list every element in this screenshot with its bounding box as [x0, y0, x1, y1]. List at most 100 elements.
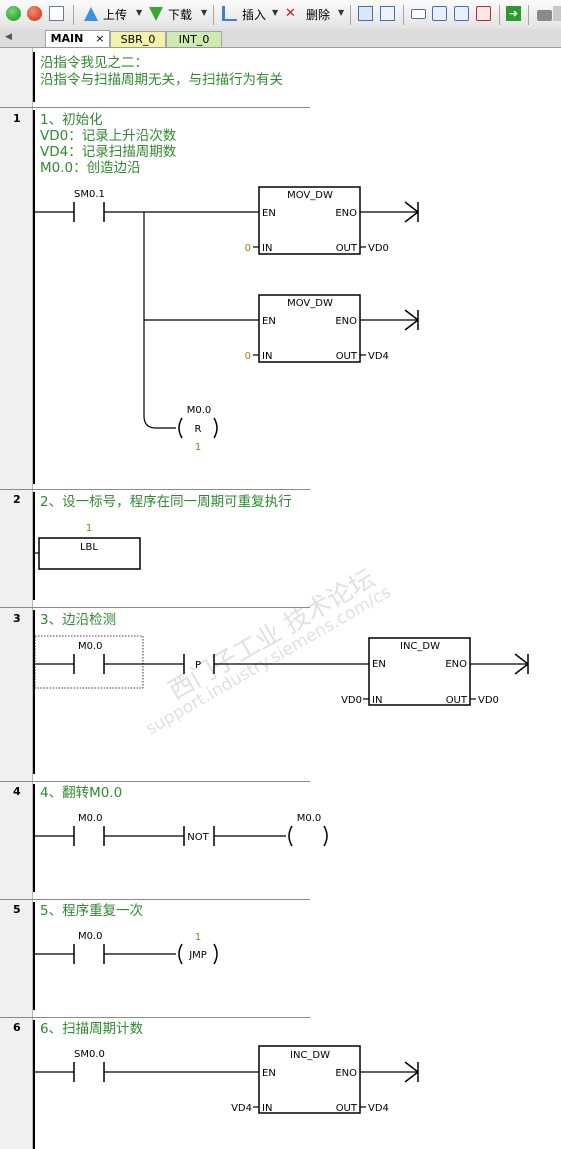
watermark-text: 西门子工业 技术论坛 — [164, 564, 380, 706]
network-3: 3 3、边沿检测 M0.0 P INC_DW EN ENO IN OUT VD0… — [0, 607, 530, 774]
close-icon[interactable]: × — [95, 32, 105, 45]
lbl-box[interactable] — [38, 537, 141, 570]
operand-out[interactable]: VD0 — [368, 243, 389, 254]
network-comment-line: 2、设一标号，程序在同一周期可重复执行 — [40, 493, 292, 510]
network-view-icon[interactable] — [358, 6, 373, 21]
coil-address: M0.0 — [297, 813, 322, 824]
download-button[interactable]: 下载 — [168, 8, 193, 22]
box-name: MOV_DW — [287, 298, 333, 309]
tab-sbr0[interactable]: SBR_0 — [110, 31, 166, 47]
pin-in: IN — [372, 695, 382, 706]
lock-icon[interactable] — [537, 10, 552, 21]
contact-address: SM0.0 — [74, 1049, 105, 1060]
stop-icon[interactable] — [27, 6, 42, 21]
chevron-down-icon[interactable]: ▼ — [272, 8, 279, 17]
jmp-label: JMP — [188, 950, 207, 961]
edge-label: P — [195, 660, 201, 671]
insert-button[interactable]: 插入 — [242, 8, 267, 22]
network-comment-line: 6、扫描周期计数 — [40, 1021, 144, 1037]
operand-in[interactable]: 0 — [245, 351, 251, 362]
network-comment-line: 3、边沿检测 — [40, 612, 116, 628]
network-5: 5 5、程序重复一次 M0.0 1 JMP — [0, 899, 310, 1010]
coil-symbol[interactable] — [288, 825, 293, 847]
go-to-icon[interactable]: ➜ — [506, 6, 521, 21]
chevron-down-icon[interactable]: ▼ — [136, 8, 143, 17]
ladder-editor[interactable]: 西门子工业 技术论坛 support.industry.siemens.com/… — [0, 48, 561, 1149]
jmp-coil-symbol[interactable] — [178, 943, 183, 965]
pin-en: EN — [262, 1068, 276, 1079]
contact-address: M0.0 — [78, 641, 103, 652]
eno-arrow-icon — [514, 653, 530, 675]
network-number: 5 — [13, 903, 21, 916]
delete-button[interactable]: 删除 — [306, 8, 331, 22]
delete-icon[interactable]: ✕ — [285, 6, 296, 21]
bookmark-icon[interactable] — [411, 9, 426, 19]
pin-en: EN — [262, 316, 276, 327]
network-number: 2 — [13, 493, 21, 506]
tab-label: MAIN — [50, 32, 84, 45]
box-name: LBL — [80, 542, 98, 553]
pin-out: OUT — [336, 1103, 358, 1114]
network-comment-line: M0.0：创造边沿 — [40, 160, 141, 176]
operand-in[interactable]: 0 — [245, 243, 251, 254]
network-number: 1 — [13, 112, 21, 125]
next-bookmark-icon[interactable] — [454, 6, 469, 21]
upload-button[interactable]: 上传 — [103, 8, 128, 22]
compile-check-icon[interactable] — [49, 6, 64, 21]
tab-main[interactable]: MAIN × — [45, 30, 110, 47]
more-icon[interactable] — [553, 6, 561, 21]
pin-eno: ENO — [335, 316, 357, 327]
toolbar-separator — [528, 5, 529, 25]
network-comment-line: VD0：记录上升沿次数 — [40, 128, 177, 144]
operand-in[interactable]: VD0 — [341, 695, 362, 706]
pin-eno: ENO — [335, 1068, 357, 1079]
inc-dw-box[interactable] — [368, 637, 471, 706]
eno-arrow-icon — [404, 1061, 420, 1083]
chevron-down-icon[interactable]: ▼ — [338, 8, 345, 17]
box-name: INC_DW — [400, 641, 440, 652]
operand-out[interactable]: VD0 — [478, 695, 499, 706]
mov-dw-box[interactable] — [258, 186, 361, 255]
clear-bookmarks-icon[interactable] — [476, 6, 491, 21]
operand-out[interactable]: VD4 — [368, 351, 389, 362]
contact-address: SM0.1 — [74, 189, 105, 200]
jump-label-number[interactable]: 1 — [195, 932, 201, 943]
upload-arrow-icon[interactable] — [84, 7, 98, 21]
inc-dw-box[interactable] — [258, 1045, 361, 1114]
tab-int0[interactable]: INT_0 — [166, 31, 222, 47]
title-comment-line: 沿指令我见之二： — [40, 55, 148, 71]
tab-scroll-left-icon[interactable]: ◀ — [5, 32, 12, 42]
network-2: 2 2、设一标号，程序在同一周期可重复执行 1 LBL — [0, 489, 310, 600]
pin-out: OUT — [336, 243, 358, 254]
operand-in[interactable]: VD4 — [231, 1103, 252, 1114]
label-number[interactable]: 1 — [86, 523, 92, 534]
network-comment-line: VD4：记录扫描周期数 — [40, 144, 177, 160]
coil-symbol[interactable] — [178, 417, 183, 439]
network-number: 4 — [13, 785, 21, 798]
coil-op: R — [195, 424, 202, 435]
run-icon[interactable] — [6, 6, 21, 21]
network-split-icon[interactable] — [380, 6, 395, 21]
network-comment-line: 5、程序重复一次 — [40, 902, 143, 919]
editor-tab-bar: ◀ MAIN × SBR_0 INT_0 — [0, 29, 561, 48]
coil-count[interactable]: 1 — [195, 442, 201, 453]
prev-bookmark-icon[interactable] — [432, 6, 447, 21]
mov-dw-box[interactable] — [258, 294, 361, 363]
network-1: 1 1、初始化 VD0：记录上升沿次数 VD4：记录扫描周期数 M0.0：创造边… — [0, 107, 420, 484]
network-number: 6 — [13, 1021, 21, 1034]
download-arrow-icon[interactable] — [149, 7, 163, 21]
watermark-url: support.industry.siemens.com/cs — [143, 582, 395, 739]
tab-label: SBR_0 — [120, 33, 156, 46]
eno-arrow-icon — [404, 201, 420, 223]
network-number: 3 — [13, 612, 21, 625]
toolbar-separator — [350, 5, 351, 25]
operand-out[interactable]: VD4 — [368, 1103, 389, 1114]
network-4: 4 4、翻转M0.0 M0.0 NOT M0.0 — [0, 781, 328, 892]
pin-eno: ENO — [445, 659, 467, 670]
contact-address: M0.0 — [78, 931, 103, 942]
not-label: NOT — [187, 832, 209, 843]
insert-icon[interactable] — [222, 6, 237, 21]
pin-en: EN — [372, 659, 386, 670]
pin-in: IN — [262, 243, 272, 254]
chevron-down-icon[interactable]: ▼ — [201, 8, 208, 17]
